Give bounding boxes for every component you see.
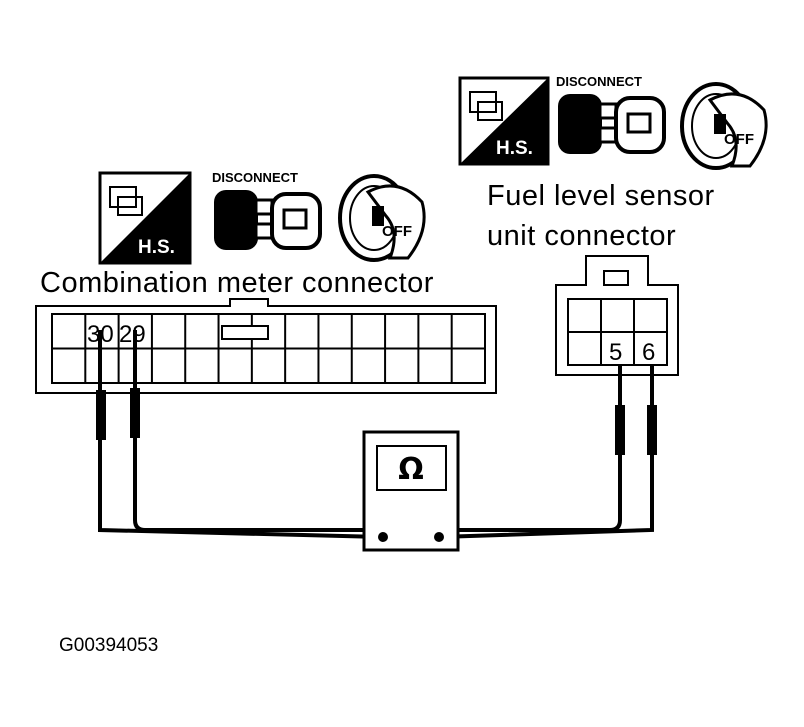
connector-lock-tab-2 [603,270,629,286]
fuel-sensor-label-line1: Fuel level sensor [487,180,715,212]
connector-lock-tab [221,325,269,340]
hs-label-2: H.S. [496,138,533,159]
disconnect-icon-2: DISCONNECT [556,74,666,154]
fuel-sensor-connector: 5 6 [555,255,679,376]
combination-meter-connector: 30 29 [35,298,497,394]
pin-label-5: 5 [609,339,622,366]
off-label-2: OFF [724,131,754,148]
ignition-off-icon: OFF [338,174,426,262]
hs-label: H.S. [138,237,175,258]
pin-label-29: 29 [119,321,146,348]
ohmmeter: Ω [362,430,460,552]
disconnect-label: DISCONNECT [212,170,298,185]
disconnect-icon: DISCONNECT [212,170,322,250]
meter-terminal-left [378,532,388,542]
probe-tips [96,388,657,455]
fuel-sensor-label-line2: unit connector [487,220,676,252]
ignition-off-icon-2: OFF [680,82,768,170]
combination-meter-label: Combination meter connector [40,267,434,299]
figure-code: G00394053 [59,635,158,656]
ohm-symbol: Ω [398,452,424,487]
off-label: OFF [382,223,412,240]
pin-label-6: 6 [642,339,655,366]
meter-terminal-right [434,532,444,542]
disconnect-label-2: DISCONNECT [556,74,642,89]
harness-symbol-icon: H.S. [98,171,192,265]
harness-symbol-icon-2: H.S. [458,76,550,166]
